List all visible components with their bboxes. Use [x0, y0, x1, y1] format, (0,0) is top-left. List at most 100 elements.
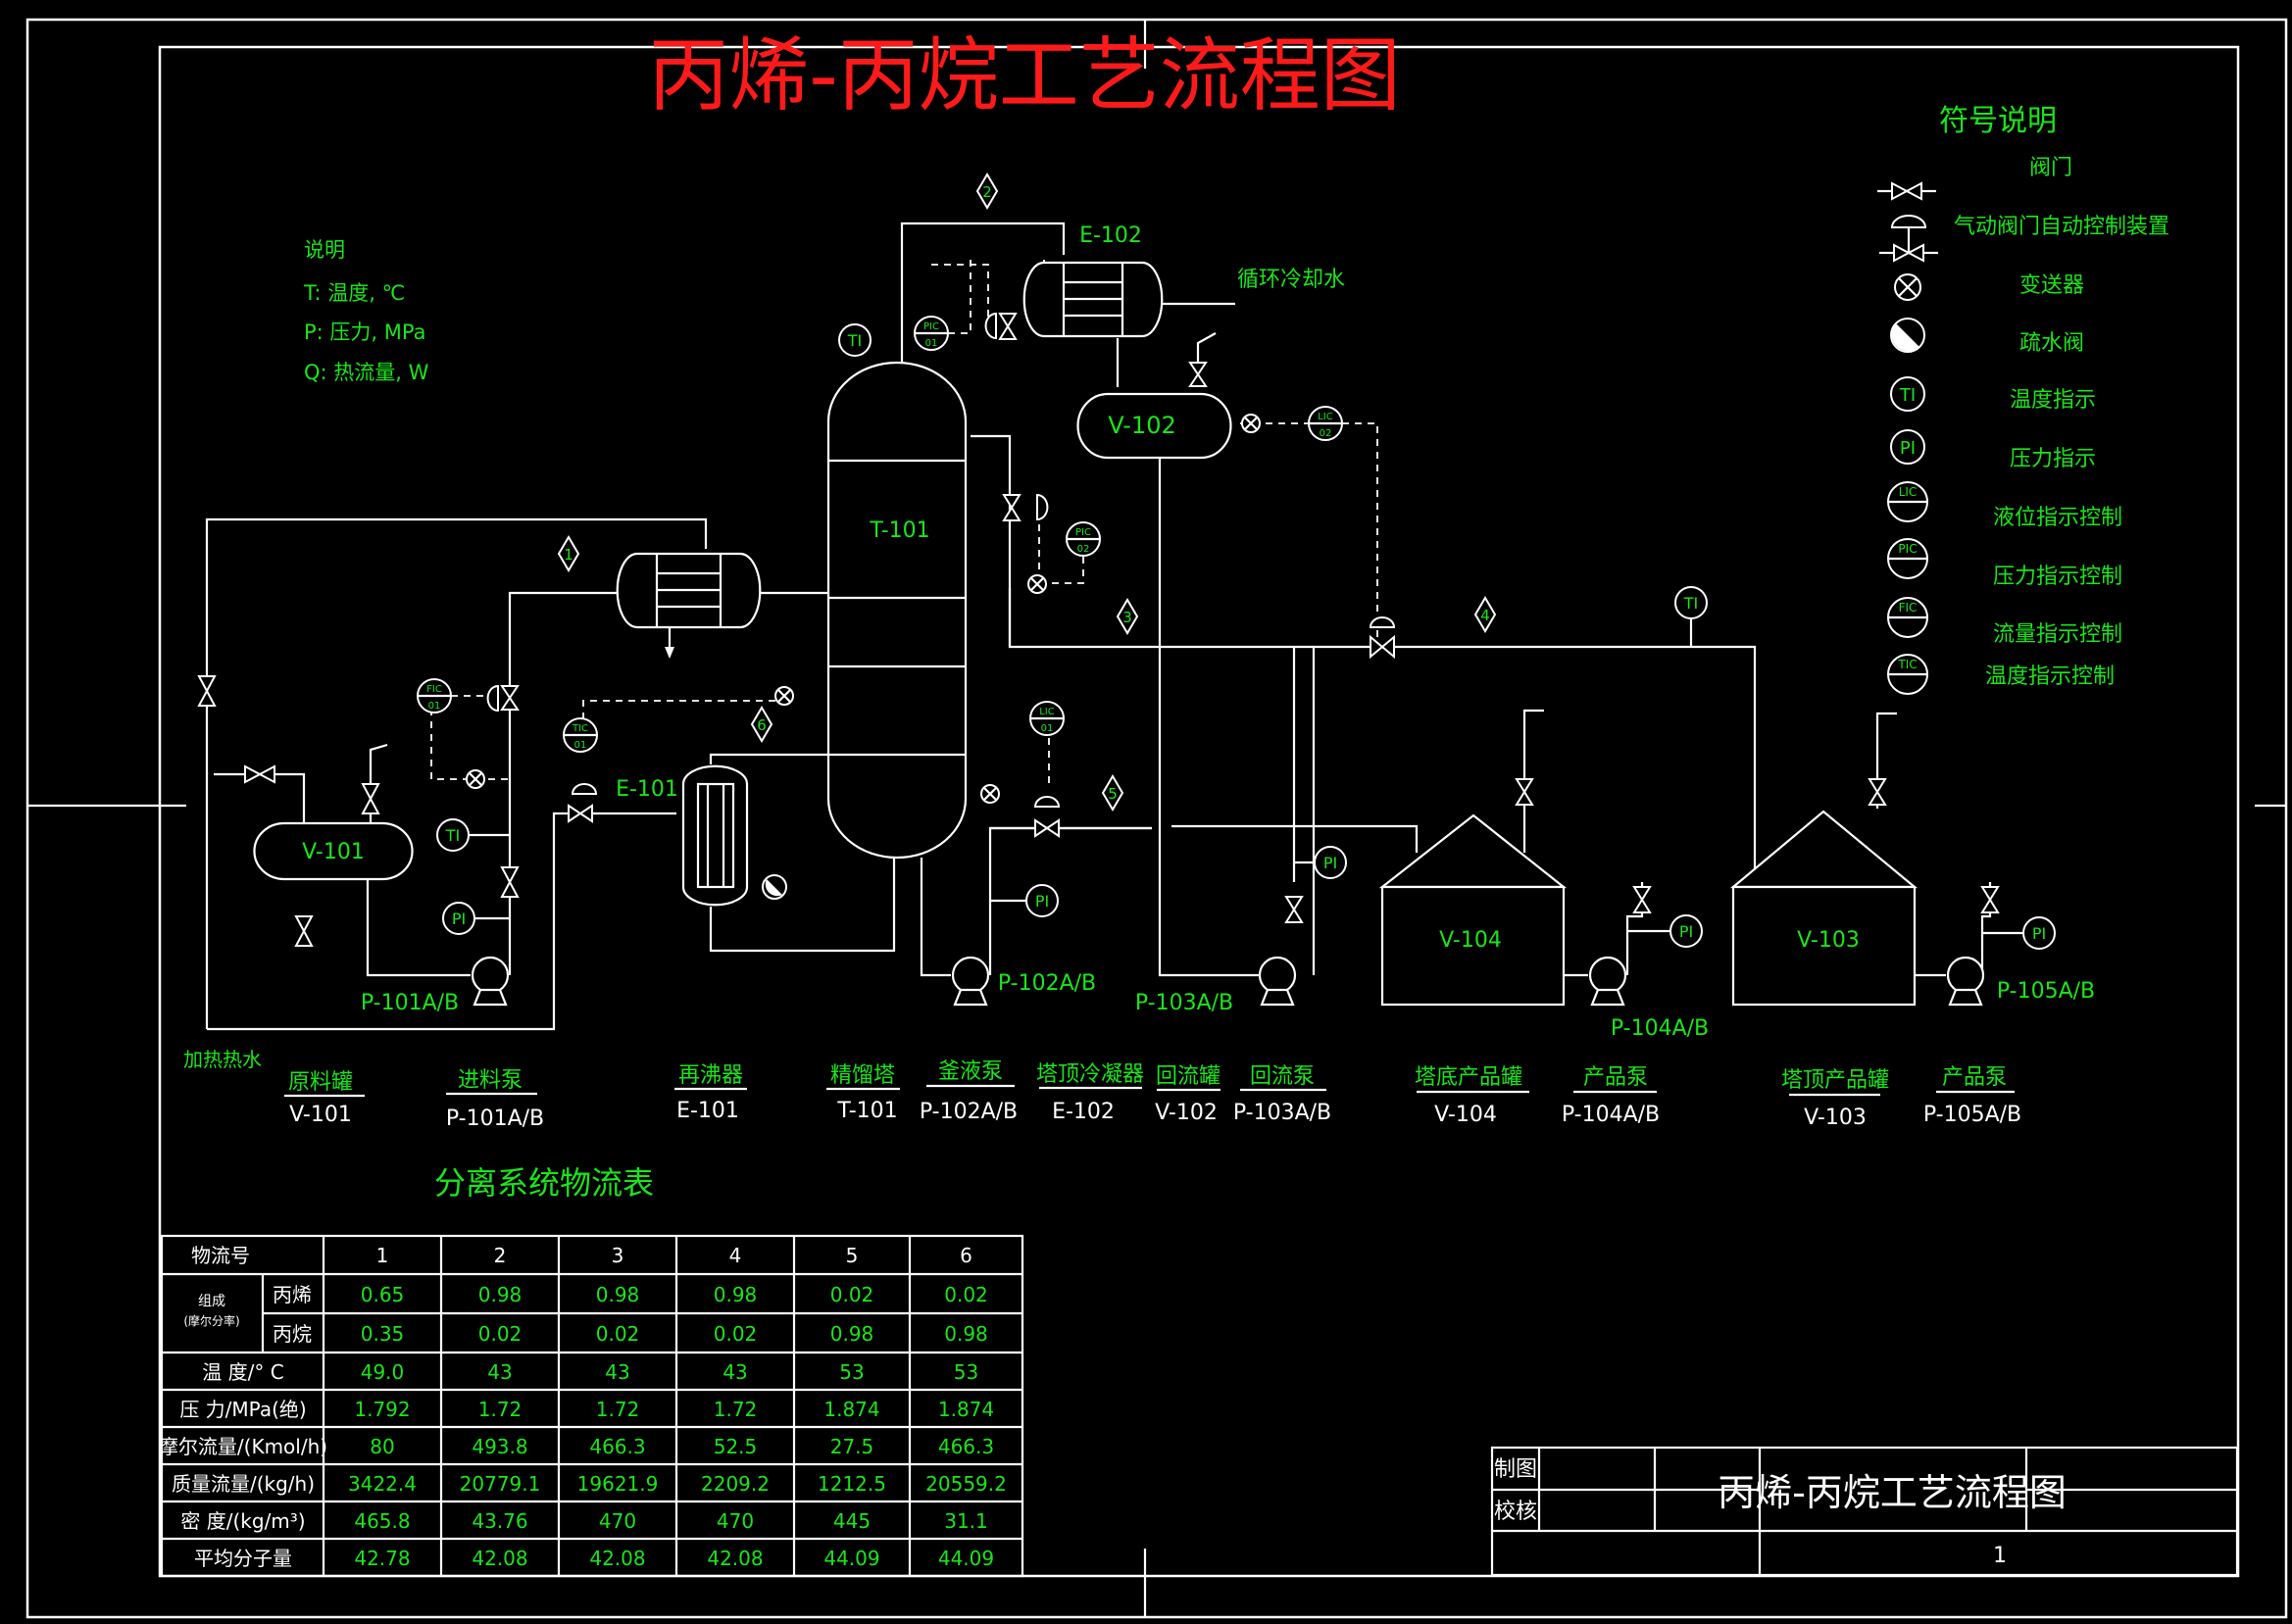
table-row-label: 丙烷	[273, 1322, 312, 1346]
instrument-pic-01: PIC 01	[914, 316, 949, 351]
svg-text:回流罐: 回流罐	[1156, 1064, 1221, 1089]
valve-p103-discharge	[1284, 896, 1304, 923]
table-cell: 53	[839, 1360, 864, 1384]
sheet-number: 1	[1993, 1544, 2007, 1568]
legend: 符号说明 阀门 气动阀门自动控制装置 变送器 疏水阀 温度指示 压力指示 液位指…	[1877, 104, 2169, 695]
valve-v101-vent	[361, 783, 380, 814]
pic-icon: PIC	[1887, 538, 1928, 579]
cooling-water-label: 循环冷却水	[1237, 268, 1345, 292]
valve-p101-discharge	[500, 866, 520, 898]
ti-icon: TI	[1890, 376, 1925, 412]
table-column-header: 6	[960, 1244, 972, 1267]
svg-text:塔顶产品罐: 塔顶产品罐	[1781, 1068, 1889, 1093]
table-cell: 0.98	[714, 1283, 758, 1306]
instrument-ti-column-top: TI	[838, 323, 872, 357]
svg-text:FIC: FIC	[1899, 601, 1918, 615]
table-row-label: 丙烯	[273, 1283, 312, 1306]
instrument-pic-02: PIC 02	[1066, 521, 1101, 557]
transmitter-icon	[774, 686, 794, 706]
table-header-label: 物流号	[191, 1244, 250, 1267]
table-cell: 43.76	[472, 1509, 527, 1533]
svg-text:进料泵: 进料泵	[458, 1068, 523, 1093]
svg-text:V-103: V-103	[1804, 1106, 1867, 1130]
lic-icon: LIC	[1887, 481, 1928, 522]
table-cell: 0.02	[596, 1322, 640, 1346]
table-cell: 0.02	[478, 1322, 523, 1346]
pump-p104: P-104A/B	[1588, 956, 1709, 1041]
table-cell: 465.8	[354, 1509, 410, 1533]
table-cell: 0.98	[830, 1322, 874, 1346]
stream-table-title: 分离系统物流表	[434, 1164, 654, 1202]
svg-text:5: 5	[1108, 785, 1118, 803]
table-cell: 27.5	[830, 1435, 874, 1458]
svg-text:01: 01	[925, 338, 938, 349]
table-cell: 466.3	[938, 1435, 994, 1458]
svg-text:PIC: PIC	[1898, 542, 1917, 556]
svg-text:P-104A/B: P-104A/B	[1562, 1103, 1660, 1127]
stream-marker-4: 4	[1473, 596, 1497, 633]
fic-icon: FIC	[1887, 597, 1928, 638]
svg-text:TIC: TIC	[572, 723, 588, 734]
composition-label: 组成	[198, 1294, 225, 1309]
svg-text:3: 3	[1122, 609, 1132, 626]
svg-text:PI: PI	[1679, 922, 1693, 941]
svg-text:01: 01	[428, 701, 441, 712]
valve-v102-vent	[1188, 362, 1208, 387]
svg-text:P-104A/B: P-104A/B	[1611, 1016, 1709, 1041]
legend-label-pneumatic-valve: 气动阀门自动控制装置	[1954, 215, 2169, 239]
svg-text:E-102: E-102	[1052, 1100, 1115, 1124]
transmitter-icon	[1894, 273, 1921, 301]
title-block-drawing-title: 丙烯-丙烷工艺流程图	[1718, 1471, 2067, 1514]
svg-text:E-101: E-101	[616, 777, 678, 802]
svg-text:TI: TI	[847, 331, 863, 350]
table-cell: 42.08	[707, 1547, 763, 1570]
table-cell: 0.65	[361, 1283, 405, 1306]
table-cell: 493.8	[472, 1435, 527, 1458]
table-cell: 466.3	[589, 1435, 645, 1458]
svg-text:PI: PI	[1900, 438, 1916, 459]
instrument-pi-p105: PI	[2022, 916, 2056, 950]
table-cell: 3422.4	[348, 1472, 417, 1496]
table-cell: 1.874	[938, 1398, 994, 1421]
table-cell: 1.72	[714, 1398, 758, 1421]
svg-text:P-103A/B: P-103A/B	[1135, 991, 1233, 1015]
pump-p105: P-105A/B	[1946, 956, 2095, 1007]
svg-text:FIC: FIC	[426, 684, 442, 695]
svg-text:P-105A/B: P-105A/B	[1997, 979, 2095, 1004]
table-cell: 1212.5	[818, 1472, 886, 1496]
table-cell: 0.35	[361, 1322, 405, 1346]
table-cell: 1.72	[478, 1398, 523, 1421]
stream-marker-2: 2	[975, 172, 999, 210]
equipment-list-item: 回流罐 V-102	[1155, 1064, 1221, 1125]
table-row-label: 温 度/° C	[202, 1360, 283, 1384]
composition-sublabel: (摩尔分率)	[183, 1313, 239, 1328]
svg-text:TI: TI	[1683, 594, 1699, 613]
svg-text:PI: PI	[1035, 892, 1049, 910]
top-product-tank-v103: V-103	[1729, 810, 1918, 1007]
table-cell: 42.08	[472, 1547, 527, 1570]
svg-text:LIC: LIC	[1039, 707, 1055, 717]
pneumatic-valve-icon	[1879, 215, 1938, 263]
instrument-tic-01: TIC 01	[563, 717, 598, 753]
svg-text:釜液泵: 釜液泵	[938, 1059, 1003, 1084]
svg-text:P-101A/B: P-101A/B	[361, 991, 459, 1015]
svg-text:V-102: V-102	[1155, 1101, 1218, 1125]
transmitter-icon	[466, 769, 485, 789]
table-cell: 0.02	[944, 1283, 988, 1306]
svg-text:精馏塔: 精馏塔	[830, 1063, 895, 1088]
table-cell: 44.09	[823, 1547, 879, 1570]
transmitter-icon	[1241, 414, 1261, 433]
transmitters	[466, 414, 1261, 804]
svg-text:回流泵: 回流泵	[1250, 1064, 1315, 1089]
table-column-header: 2	[494, 1244, 507, 1267]
table-row-label: 质量流量/(kg/h)	[172, 1472, 315, 1496]
table-cell: 1.72	[596, 1398, 640, 1421]
pump-p103: P-103A/B	[1135, 956, 1297, 1015]
legend-label-pic: 压力指示控制	[1993, 565, 2122, 589]
valve-tic01	[568, 804, 593, 823]
